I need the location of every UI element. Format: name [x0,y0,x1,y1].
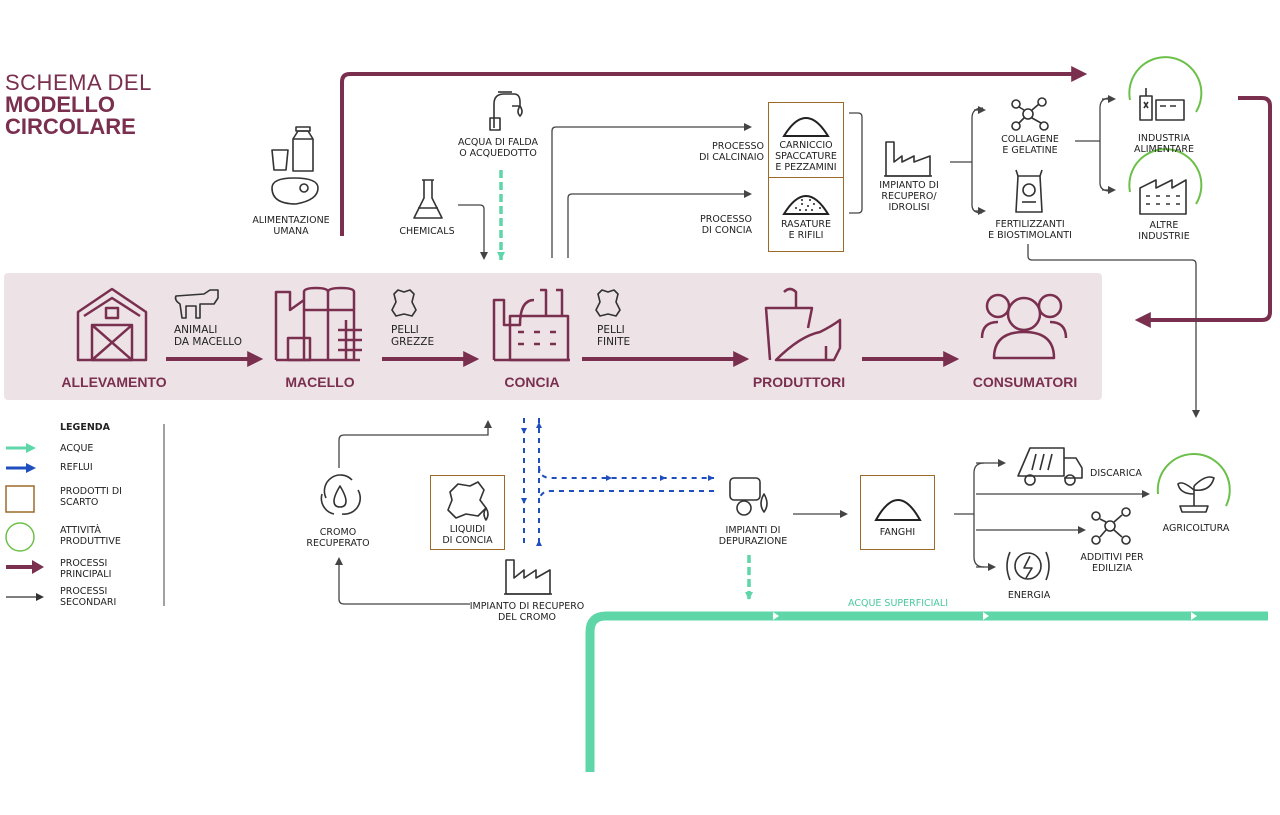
flask-icon [413,179,443,219]
heap-icon-fanghi [874,499,922,521]
label-chemicals: CHEMICALS [399,226,455,237]
label-acqua-falda: ACQUA DI FALDA O ACQUEDOTTO [457,137,539,159]
label-concia: CONCIA [504,374,560,390]
label-additivi: ADDITIVI PER EDILIZIA [1080,552,1144,574]
hide-icon [391,289,621,317]
legend-processi-principali: PROCESSI PRINCIPALI [60,558,112,580]
label-animali-macello: ANIMALI DA MACELLO [174,324,243,348]
energy-icon [1006,551,1050,581]
factory-icon-recovery [884,141,932,177]
slaughterhouse-icon [274,286,362,362]
food-icon [271,126,319,205]
industry-icon [1139,179,1187,215]
heap-dotted-icon-rasature [782,195,830,215]
label-altre-industrie: ALTRE INDUSTRIE [1138,220,1190,242]
label-pelli-finite: PELLI FINITE [597,324,631,348]
label-produttori: PRODUTTORI [752,374,846,390]
label-fanghi: FANGHI [879,527,916,538]
waste-box-carniccio [768,102,844,178]
heap-dots [795,195,821,211]
label-fertilizzanti: FERTILIZZANTI E BIOSTIMOLANTI [988,219,1072,241]
legend-reflui: REFLUI [60,462,93,473]
chrome-recycle-icon [320,474,361,515]
label-impianti-depurazione: IMPIANTI DI DEPURAZIONE [718,525,788,547]
molecule-icon-additives [1091,507,1131,545]
label-cromo-recuperato: CROMO RECUPERATO [306,527,370,549]
label-processo-calcinaio: PROCESSO DI CALCINAIO [699,141,764,163]
secondary-process-arrows [335,95,1200,605]
label-liquidi-concia: LIQUIDI DI CONCIA [442,524,493,546]
factory-icon-chrome [504,559,552,595]
legend-graphics [5,424,165,606]
sprout-icon [1177,476,1215,513]
heap-icons [782,117,922,521]
legend-prodotti-scarto: PRODOTTI DI SCARTO [60,486,122,508]
title-line-1: SCHEMA DEL [5,70,152,95]
truck-icon [1017,447,1083,486]
label-agricoltura: AGRICOLTURA [1162,523,1230,534]
label-pelli-grezze: PELLI GREZZE [391,324,435,348]
main-process-arrows [166,66,1272,367]
barn-icon [76,287,148,362]
legend-processi-secondari: PROCESSI SECONDARI [60,586,117,608]
heap-icon-carniccio [782,117,830,137]
purification-icon [729,477,768,516]
label-macello: MACELLO [285,374,355,390]
liquid-icon [447,481,489,521]
label-discarica: DISCARICA [1090,468,1142,479]
productive-activity-circles [1128,56,1231,507]
tannery-icon [492,288,570,362]
label-collagene: COLLAGENE E GELATINE [1001,134,1059,156]
legend-title: LEGENDA [60,422,111,433]
food-industry-icon [1139,88,1185,121]
label-energia: ENERGIA [1007,590,1051,601]
handbag-shoe-icon [764,287,842,362]
label-allevamento: ALLEVAMENTO [61,374,167,390]
label-consumatori: CONSUMATORI [972,374,1078,390]
wastewater-flows [523,418,714,548]
fertilizer-bag-icon [1015,169,1043,213]
legend-attivita-produttive: ATTIVITÀ PRODUTTIVE [60,525,121,547]
label-carniccio: CARNICCIO SPACCATURE E PEZZAMINI [775,140,837,173]
legend-acque: ACQUE [60,443,94,454]
title-line-2: MODELLO [5,92,115,117]
water-flows [497,170,1268,772]
label-acque-superficiali: ACQUE SUPERFICIALI [848,598,949,609]
label-impianto-cromo: IMPIANTO DI RECUPERO DEL CROMO [469,601,585,623]
label-rasature: RASATURE E RIFILI [780,219,832,241]
title-line-3: CIRCOLARE [5,114,136,139]
people-icon [980,293,1068,360]
tap-icon [489,91,523,131]
label-processo-concia: PROCESSO DI CONCIA [700,214,752,236]
main-process-band [4,273,1102,400]
wastewater-arrowheads [521,422,714,546]
cow-icon [174,289,219,319]
label-industria-alimentare: INDUSTRIA ALIMENTARE [1133,133,1195,155]
waste-box-liquidi [430,475,505,550]
waste-box-fanghi [860,475,935,550]
label-alimentazione-umana: ALIMENTAZIONE UMANA [252,215,330,237]
molecule-icon [1011,97,1049,131]
label-impianto-recupero: IMPIANTO DI RECUPERO/ IDROLISI [879,180,939,213]
